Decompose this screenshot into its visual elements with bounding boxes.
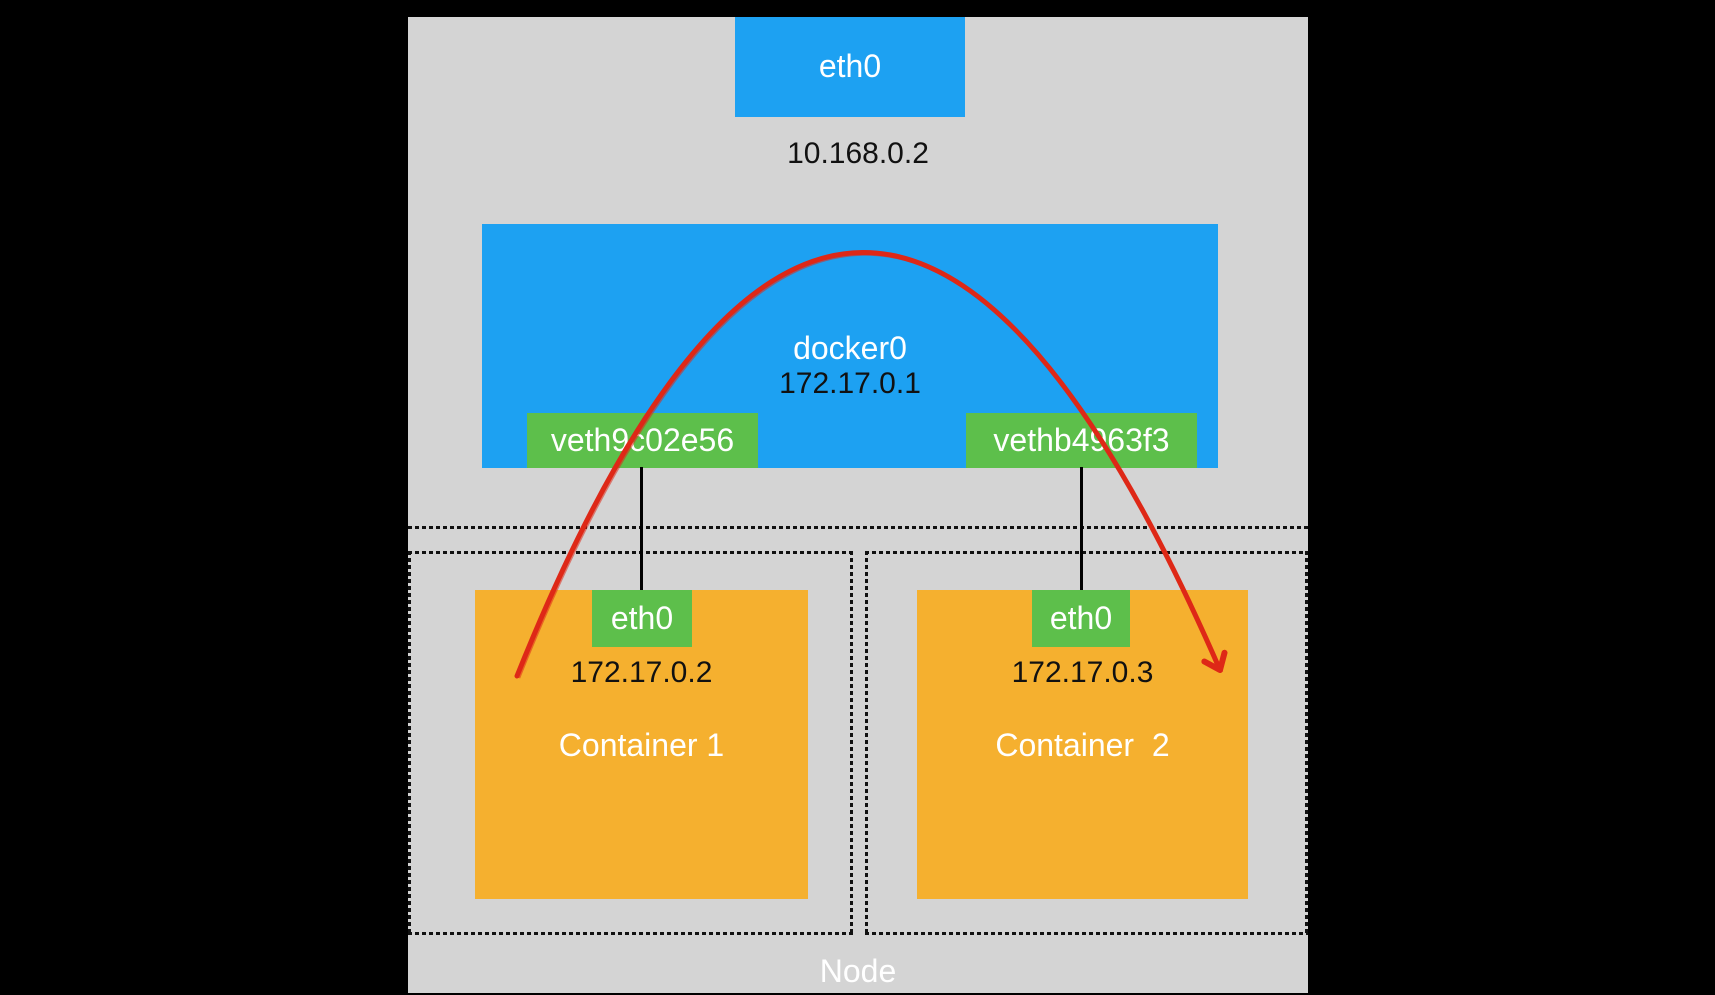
docker0-label-row: docker0 <box>482 330 1218 367</box>
container2-name-label: Container 2 <box>995 727 1170 763</box>
container1-dashed-border-top <box>408 551 853 554</box>
container2-dashed-border-right <box>1305 551 1308 935</box>
host-eth0-box: eth0 <box>735 17 965 117</box>
veth1-label: veth9c02e56 <box>550 421 735 458</box>
container1-eth0-label: eth0 <box>610 599 674 636</box>
container2-eth0-label: eth0 <box>1049 599 1113 636</box>
container2-dashed-border-top <box>865 551 1308 554</box>
docker0-ip-label: 172.17.0.1 <box>779 367 921 400</box>
host-ip-label: 10.168.0.2 <box>787 137 929 170</box>
container2-dashed-border-left <box>865 551 868 935</box>
node-label: Node <box>819 953 897 989</box>
container1-name-label: Container 1 <box>558 727 725 763</box>
container2-ip-label: 172.17.0.3 <box>1011 656 1154 689</box>
container1-dashed-border-left <box>408 551 411 935</box>
container2-dashed-border-bottom <box>865 932 1308 935</box>
veth2-connector-line <box>1080 467 1083 591</box>
container1-eth0-box: eth0 <box>592 590 692 647</box>
host-namespace-dashed-line <box>408 526 1308 529</box>
container2-eth0-box: eth0 <box>1032 590 1130 647</box>
host-eth0-label: eth0 <box>818 48 882 85</box>
veth1-box: veth9c02e56 <box>527 413 758 468</box>
container1-ip-label: 172.17.0.2 <box>570 656 713 689</box>
veth1-connector-line <box>640 467 643 591</box>
docker0-label: docker0 <box>793 330 907 366</box>
veth2-box: vethb4963f3 <box>966 413 1197 468</box>
container1-dashed-border-bottom <box>408 932 853 935</box>
veth2-label: vethb4963f3 <box>993 421 1170 458</box>
container1-dashed-border-right <box>850 551 853 935</box>
